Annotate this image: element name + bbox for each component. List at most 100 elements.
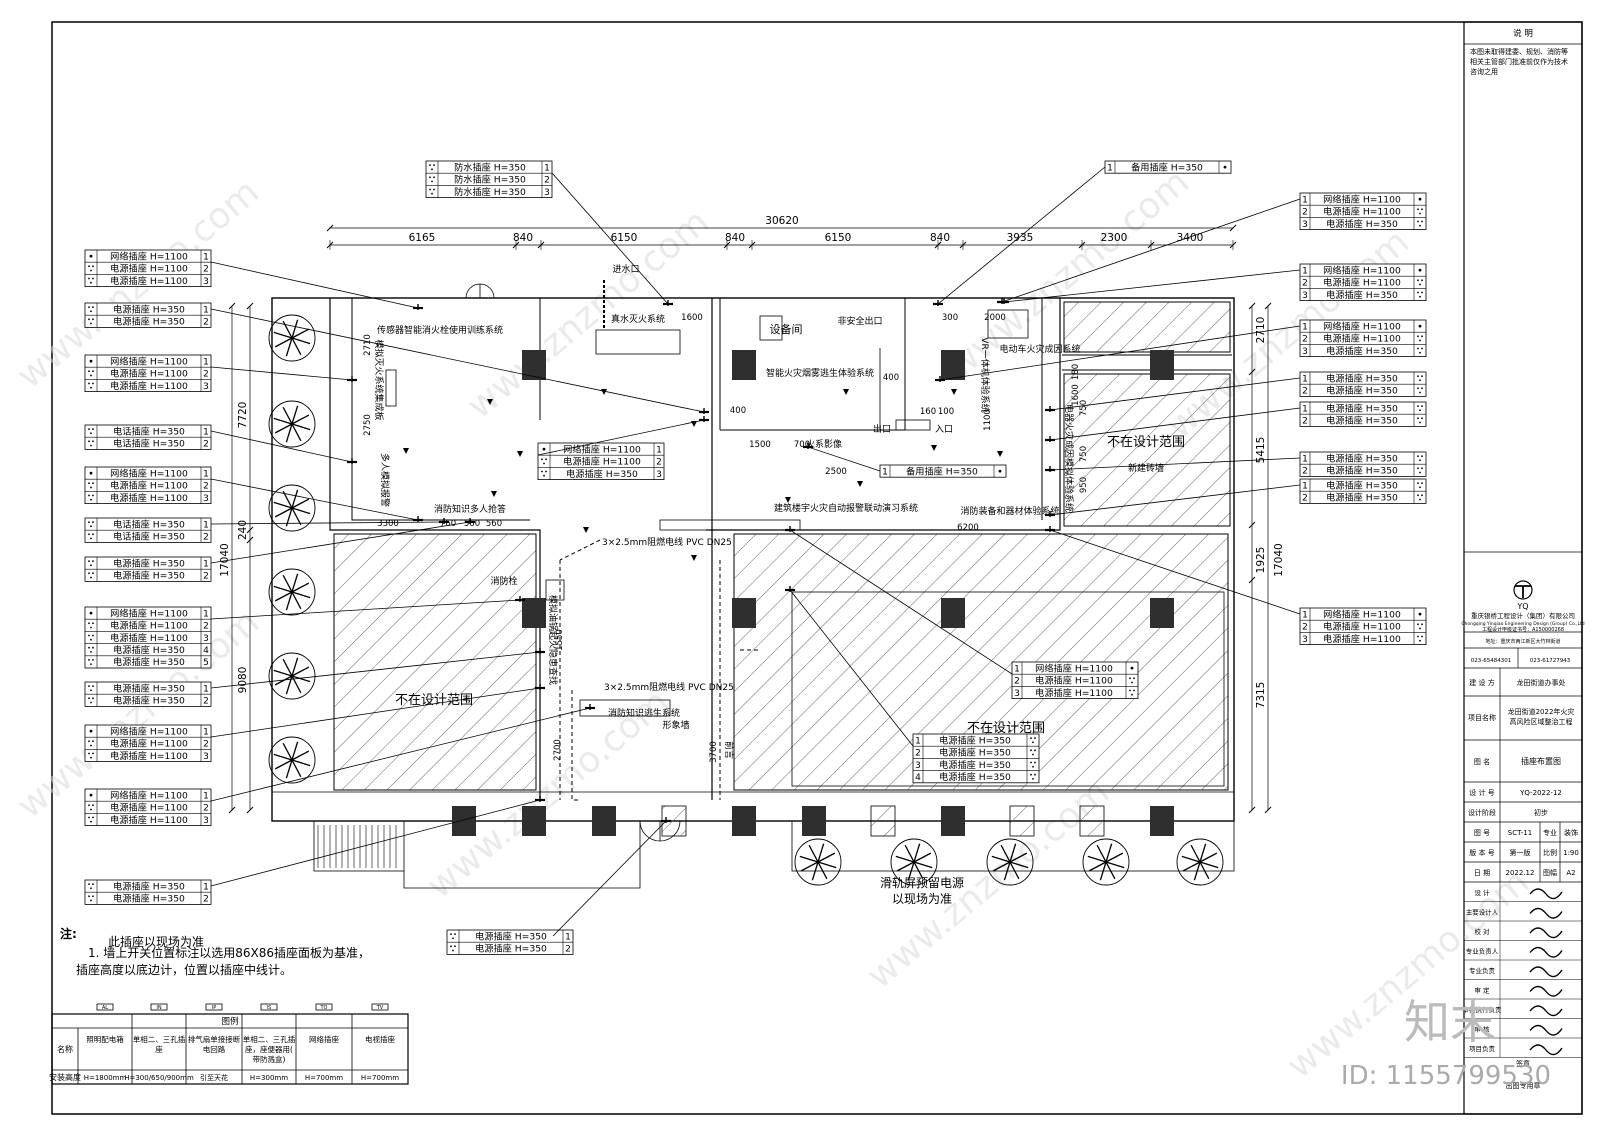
leader-line [1001,198,1301,303]
version-label: 版 本 号 [1469,848,1494,857]
svg-text:2500: 2500 [825,467,847,477]
structural-columns [452,350,1174,836]
room-labels: 不在设计范围 不在设计范围 不在设计范围 设备间 非安全出口 进水口 真水灭火系… [108,263,1185,949]
dim-top: 6165 [409,232,436,244]
plan-socket-icon [515,596,525,602]
hatch-area-top-right [1063,301,1231,353]
legend-symbol-icon [205,1003,223,1011]
leader-line [1049,407,1301,441]
socket-icon [542,447,546,451]
legend-symbol-icon [315,1003,333,1011]
company-logo-icon: YQ [1513,580,1533,611]
socket-icon [88,685,94,692]
outlet-number: 1 [1302,266,1308,276]
socket-icon [88,265,94,272]
label-vr: VR一体机体验系统 [979,337,991,412]
label-slide-screen: 滑轨屏预留电源 [880,876,964,890]
outlet-label: 电源插座 H=1100 [110,814,188,826]
outlet-number: 2 [203,533,209,543]
dim-top: 3935 [1007,232,1034,244]
dim-top: 6150 [611,232,638,244]
dimension-ticks [228,224,1272,814]
legend-texts: 图例 名称 安装高度 AL照明配电箱H=1800mmIN单相二、三孔插座H=30… [49,1003,399,1082]
leader-line [210,366,353,381]
outlet-number: 1 [915,736,921,746]
socket-icon [88,816,94,823]
outlet-label: 网络插座 H=1100 [1323,320,1401,332]
tree-icon [268,484,316,532]
hatched-columns [661,805,1105,837]
svg-text:180: 180 [1071,364,1081,380]
outlet-label: 电话插座 H=350 [113,425,185,437]
legend-name: 照明配电箱 [86,1034,124,1044]
outlet-label: 防水插座 H=350 [454,186,526,198]
label-gas: 模拟油锅起火隐患查找 [547,595,559,685]
outlet-number: 1 [203,882,209,892]
arrow-icon [583,527,589,533]
outlet-label: 电源插座 H=350 [113,570,185,582]
signature-icon [1529,927,1563,939]
outlet-label: 网络插座 H=1100 [110,467,188,479]
leader-line [937,166,1106,305]
leader-line [807,446,881,472]
dim-left: 17040 [219,543,231,576]
leader-line [1049,484,1301,516]
outlet-label: 电源插座 H=350 [1326,372,1398,384]
label-sim-ext: 模拟灭火系统集成板 [373,339,385,420]
outlet-label: 电源插座 H=1100 [110,275,188,287]
outlet-number: 1 [203,791,209,801]
legend-header: 图例 [221,1016,238,1027]
outlet-number: 1 [1302,454,1308,464]
outlet-label: 电源插座 H=350 [1326,465,1398,477]
outlet-label: 备用插座 H=350 [906,465,978,477]
outlet-number: 3 [1302,220,1308,230]
label-entrance: 入口 [935,424,953,435]
date-label: 日 期 [1474,869,1490,877]
svg-text:760: 760 [440,519,456,529]
legend-tag: IP [212,1005,217,1011]
label-safe-exit: 非安全出口 [837,315,882,327]
outlet-label: 电源插座 H=350 [1326,345,1398,357]
plan-socket-icon [535,796,545,802]
legend-symbol-icon [150,1003,168,1011]
legend-col-name: 名称 [57,1044,73,1054]
dim-left: 9080 [237,667,249,694]
tree-icon [268,314,316,362]
label-smart-fire: 智能火灾烟雾逃生体验系统 [766,367,874,379]
outlet-label: 网络插座 H=1100 [1323,264,1401,276]
brand-text: 知末 [1404,995,1496,1049]
dim-right: 2710 [1255,317,1267,344]
label-grid-note: 消防知识逃生系统 [608,707,680,719]
outlet-label: 电源插座 H=350 [566,468,638,480]
equipment-sketches [385,280,1029,717]
sign-row-label: 审核执行负责 [1463,1005,1503,1014]
outlet-label: 网络插座 H=1100 [110,725,188,737]
label-ev-fire: 电动车火灾成因系统 [999,343,1080,355]
outlet-number: 1 [882,467,888,477]
socket-icon [1417,375,1423,382]
outlet-number: 1 [1107,163,1113,173]
tree-icon [268,400,316,448]
outlet-number: 2 [203,482,209,492]
outlet-label: 电源插座 H=1100 [1035,675,1113,687]
socket-icon [89,793,93,797]
outlet-number: 4 [203,646,209,656]
socket-icon [1129,677,1135,684]
outlet-label: 网络插座 H=1100 [110,355,188,367]
notes-header: 说 明 [1513,28,1533,39]
signature-icon [1529,907,1563,919]
brand-watermark: 知末 ID: 1155799530 [1341,995,1551,1091]
outlet-number: 1 [565,932,571,942]
label-not-in-scope: 不在设计范围 [395,693,473,708]
plan-socket-icon [413,304,423,310]
floor-plan [271,283,1235,889]
